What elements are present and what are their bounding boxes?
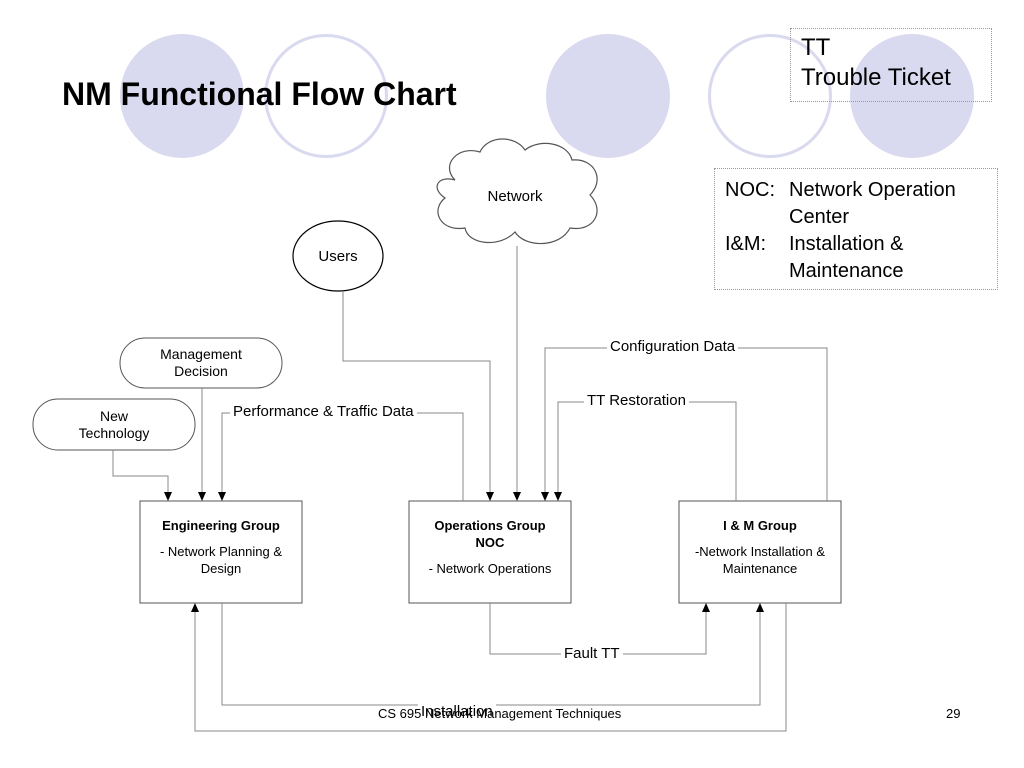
new-technology-line-2: Technology bbox=[78, 424, 150, 441]
flow-label-fault-tt: Fault TT bbox=[561, 645, 623, 662]
legend-value: Network Operation Center bbox=[789, 179, 956, 228]
operations-group-box bbox=[408, 500, 572, 604]
decor-circle-2 bbox=[264, 34, 388, 158]
management-decision-shape bbox=[119, 337, 283, 389]
connector-users-to-operations bbox=[342, 291, 494, 501]
connector-tt-restoration bbox=[554, 401, 737, 501]
network-cloud-shape bbox=[436, 138, 598, 245]
legend-row-im: I&M: Installation & Maintenance bbox=[725, 231, 997, 285]
engineering-group-text: Engineering Group - Network Planning & D… bbox=[140, 517, 302, 577]
engineering-group-title: Engineering Group bbox=[162, 518, 280, 533]
im-group-title: I & M Group bbox=[723, 518, 797, 533]
operations-group-text: Operations Group NOC - Network Operation… bbox=[409, 517, 571, 577]
im-group-box bbox=[678, 500, 842, 604]
flow-label-tt-restoration: TT Restoration bbox=[584, 392, 689, 409]
management-line-2: Decision bbox=[174, 363, 228, 379]
decor-circle-3 bbox=[546, 34, 670, 158]
connector-performance-data bbox=[218, 412, 464, 501]
legend-key: NOC: bbox=[725, 179, 775, 201]
network-label: Network bbox=[487, 187, 543, 205]
management-decision-label: Management Decision bbox=[120, 338, 282, 388]
footer-course: CS 695 Network Management Techniques bbox=[378, 706, 622, 721]
decor-circle-1 bbox=[120, 34, 244, 158]
engineering-group-box bbox=[139, 500, 303, 604]
users-label: Users bbox=[318, 247, 358, 265]
new-technology-label: New Technology bbox=[33, 399, 195, 450]
engineering-group-desc: - Network Planning & Design bbox=[159, 544, 283, 576]
legend-row-noc: NOC: Network Operation Center bbox=[725, 177, 997, 231]
legend-tt-meaning: Trouble Ticket bbox=[801, 64, 951, 91]
decor-circle-4 bbox=[708, 34, 832, 158]
new-technology-line-1: New bbox=[99, 407, 128, 424]
flow-label-configuration: Configuration Data bbox=[607, 338, 739, 355]
management-line-1: Management bbox=[160, 346, 242, 362]
im-group-text: I & M Group -Network Installation & Main… bbox=[679, 517, 841, 577]
connector-configuration-data bbox=[541, 347, 828, 501]
footer-page-number: 29 bbox=[946, 706, 961, 721]
connector-im-to-engineering bbox=[191, 603, 787, 732]
legend-trouble-ticket: TT Trouble Ticket bbox=[790, 28, 992, 102]
users-ellipse bbox=[292, 220, 384, 292]
flow-label-performance: Performance & Traffic Data bbox=[230, 403, 417, 420]
operations-group-title: Operations Group bbox=[434, 518, 546, 533]
legend-tt-abbr: TT bbox=[801, 34, 831, 61]
page-title: NM Functional Flow Chart bbox=[62, 76, 457, 112]
operations-group-subtitle: NOC bbox=[475, 535, 505, 550]
connector-new-tech-to-engineering bbox=[112, 450, 172, 501]
legend-key: I&M: bbox=[725, 233, 767, 255]
im-group-desc: -Network Installation & Maintenance bbox=[694, 544, 826, 576]
decor-circle-5 bbox=[850, 34, 974, 158]
operations-group-desc: - Network Operations bbox=[428, 561, 552, 576]
legend-value: Installation & Maintenance bbox=[789, 233, 904, 282]
flow-label-installation: Installation bbox=[418, 703, 496, 720]
new-technology-shape bbox=[32, 398, 196, 451]
legend-abbreviations: NOC: Network Operation Center I&M: Insta… bbox=[714, 168, 998, 290]
